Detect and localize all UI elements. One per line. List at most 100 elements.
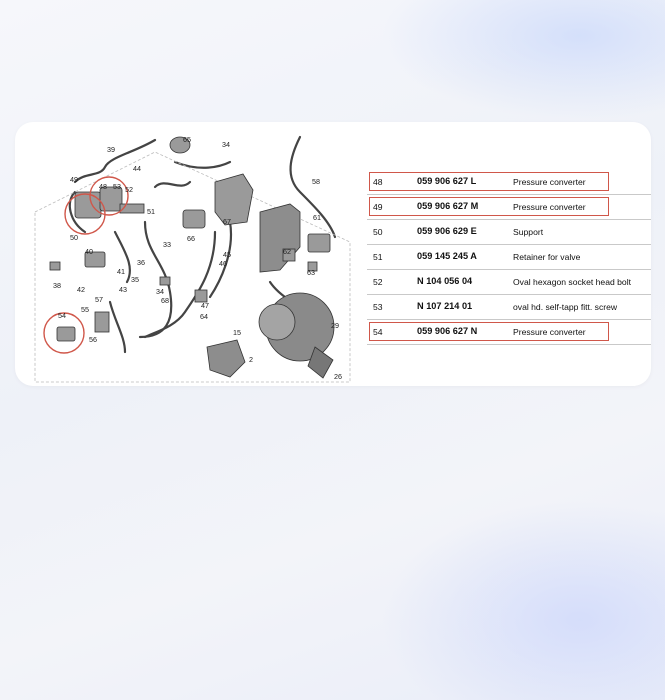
bolt-38 [49,261,61,271]
part-description: Pressure converter [513,202,586,212]
svg-text:47: 47 [201,301,209,310]
position-number: 52 [373,277,383,287]
svg-text:2: 2 [249,355,253,364]
background-glow-top [380,0,665,120]
plug-63 [307,261,318,272]
row-highlight-box [369,197,609,216]
clamp-62 [282,248,296,262]
part-number: 059 906 627 N [417,326,478,336]
position-number: 48 [373,177,383,187]
exploded-parts-diagram: 39 65 34 44 49 48 53 52 51 58 50 33 67 66 40 36 35 4… [34,135,351,383]
highlight-circle-49 [89,176,129,216]
part-number: 059 906 627 M [417,201,479,211]
position-number: 53 [373,302,383,312]
coolant-pump-2 [206,339,246,378]
svg-text:65: 65 [183,135,191,144]
table-row[interactable]: 54 059 906 627 N Pressure converter [367,320,651,345]
hose-64 [143,230,217,339]
svg-text:52: 52 [125,185,133,194]
hose-36 [113,230,132,284]
svg-text:42: 42 [77,285,85,294]
hose-44 [153,180,192,189]
support-50 [119,203,145,214]
clip-47 [194,289,208,303]
svg-text:35: 35 [131,275,139,284]
svg-text:26: 26 [334,372,342,381]
background-glow-bottom [380,500,665,700]
svg-text:67: 67 [223,217,231,226]
svg-text:39: 39 [107,145,115,154]
mounting-outline [34,151,351,383]
part-description: Oval hexagon socket head bolt [513,277,632,287]
svg-text:48: 48 [99,182,107,191]
heat-shield [259,203,301,273]
svg-text:36: 36 [137,258,145,267]
svg-text:63: 63 [307,268,315,277]
svg-text:51: 51 [147,207,155,216]
highlight-circle-54 [43,312,85,354]
svg-text:38: 38 [53,281,61,290]
position-number: 54 [373,327,383,337]
svg-text:41: 41 [117,267,125,276]
svg-text:29: 29 [331,321,339,330]
hose-33 [138,220,173,339]
svg-text:64: 64 [200,312,208,321]
svg-text:40: 40 [85,247,93,256]
pipe-61 [307,233,331,253]
svg-text:44: 44 [133,164,141,173]
parts-card: 39 65 34 44 49 48 53 52 51 58 50 33 67 66 40 36 35 4… [15,122,651,386]
table-row[interactable]: 50 059 906 629 E Support [367,220,651,245]
table-row[interactable]: 52 N 104 056 04 Oval hexagon socket head… [367,270,651,295]
pressure-converter-48 [74,191,102,219]
callout-labels: 39 65 34 44 49 48 53 52 51 58 50 33 67 66 40 36 35 4… [53,135,342,381]
row-highlight-box [369,322,609,341]
svg-text:57: 57 [95,295,103,304]
table-row[interactable]: 48 059 906 627 L Pressure converter [367,170,651,195]
part-number: 059 906 629 E [417,226,477,236]
part-number: N 104 056 04 [417,276,473,286]
svg-text:61: 61 [313,213,321,222]
hose-39 [73,138,157,184]
position-number: 51 [373,252,383,262]
pressure-converter-54 [56,326,76,342]
table-row[interactable]: 49 059 906 627 M Pressure converter [367,195,651,220]
svg-text:43: 43 [119,285,127,294]
svg-text:15: 15 [233,328,241,337]
row-highlight-box [369,172,609,191]
turbo-housing [258,303,296,341]
hose-45 [208,220,233,299]
svg-text:56: 56 [89,335,97,344]
hose-57 [108,300,127,354]
part-description: Support [513,227,544,237]
svg-text:53: 53 [113,182,121,191]
bracket-55 [94,311,110,333]
parts-table: 48 059 906 627 L Pressure converter 49 0… [367,170,651,345]
svg-text:54: 54 [58,311,66,320]
pressure-converter-49 [99,186,123,212]
position-number: 49 [373,202,383,212]
table-row[interactable]: 51 059 145 245 A Retainer for valve [367,245,651,270]
part-description: oval hd. self-tapp fitt. screw [513,302,618,312]
svg-text:50: 50 [70,233,78,242]
part-number: 059 145 245 A [417,251,477,261]
svg-text:45: 45 [223,250,231,259]
part-number: 059 906 627 L [417,176,477,186]
part-number: N 107 214 01 [417,301,473,311]
svg-text:66: 66 [187,234,195,243]
svg-text:62: 62 [283,247,291,256]
svg-text:33: 33 [163,240,171,249]
part-description: Pressure converter [513,327,586,337]
part-description: Retainer for valve [513,252,581,262]
part-description: Pressure converter [513,177,586,187]
hose-58 [289,135,337,239]
svg-text:34: 34 [156,287,164,296]
svg-text:55: 55 [81,305,89,314]
bracket-67 [214,173,254,226]
svg-text:58: 58 [312,177,320,186]
svg-text:49: 49 [70,175,78,184]
svg-text:46: 46 [219,259,227,268]
valve-66 [182,209,206,229]
table-row[interactable]: 53 N 107 214 01 oval hd. self-tapp fitt.… [367,295,651,320]
turbo-flange-26 [307,346,334,379]
svg-text:34: 34 [222,140,230,149]
